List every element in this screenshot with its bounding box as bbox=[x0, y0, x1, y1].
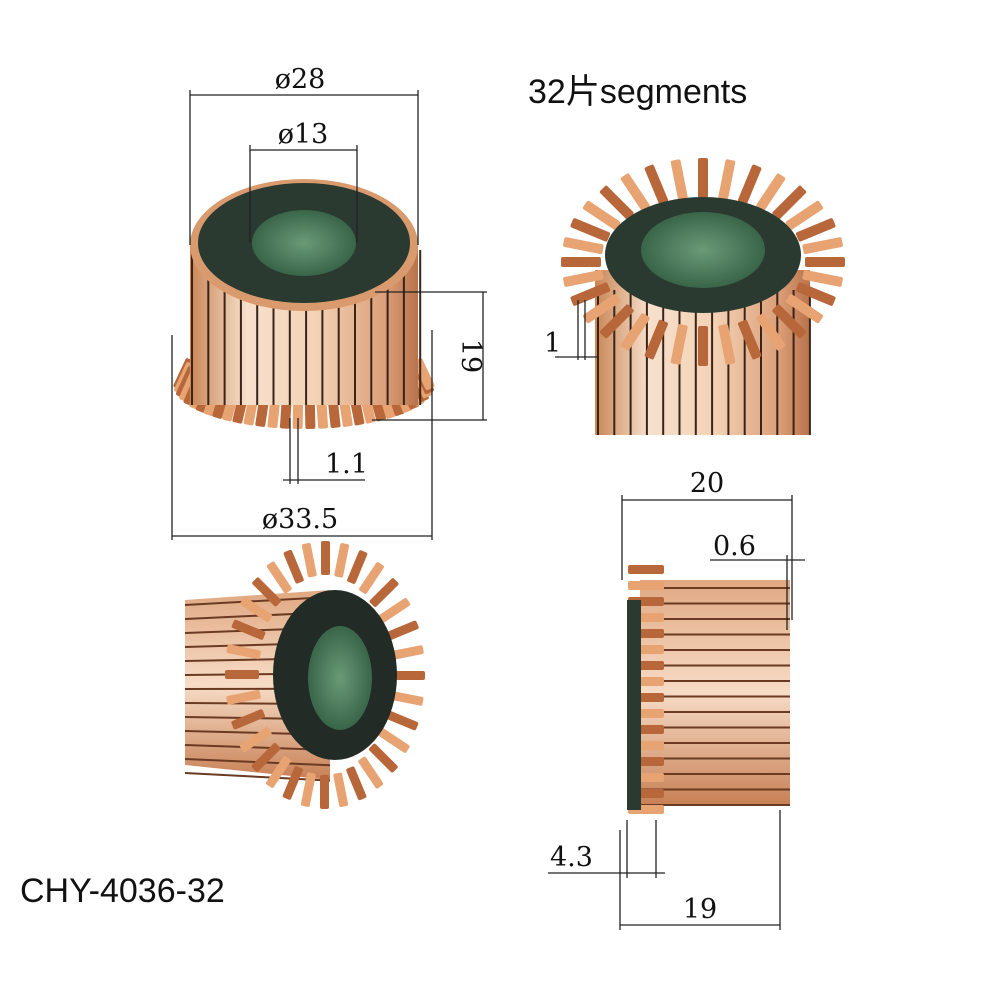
hook bbox=[239, 727, 272, 752]
hook bbox=[368, 743, 398, 773]
center-bore-angled bbox=[308, 626, 372, 730]
hook bbox=[670, 324, 688, 365]
hook bbox=[225, 670, 259, 679]
hook bbox=[266, 756, 291, 788]
hook bbox=[385, 620, 419, 641]
center-bore bbox=[252, 210, 356, 276]
commutator-view-front bbox=[173, 179, 435, 430]
dim-segment-gap: 1 bbox=[544, 328, 561, 359]
center-bore-top-view bbox=[641, 212, 765, 288]
hook bbox=[346, 766, 367, 801]
hook bbox=[320, 775, 329, 809]
insulator-edge-side bbox=[627, 600, 641, 810]
hook bbox=[226, 689, 261, 705]
hook bbox=[644, 164, 668, 205]
hook bbox=[772, 185, 807, 220]
dim-hook-width: 1.1 bbox=[325, 449, 368, 480]
hook bbox=[698, 158, 708, 198]
hook bbox=[300, 772, 316, 807]
hook bbox=[321, 541, 330, 575]
hook bbox=[785, 294, 824, 324]
hook bbox=[738, 319, 762, 360]
hook bbox=[718, 159, 736, 200]
model-code: CHY-4036-32 bbox=[20, 872, 225, 910]
hook bbox=[226, 644, 261, 660]
hook bbox=[802, 269, 843, 287]
hook bbox=[738, 164, 762, 205]
hook bbox=[785, 200, 824, 230]
hook bbox=[805, 257, 845, 267]
hook bbox=[377, 728, 410, 753]
segments-label: 32片segments bbox=[528, 73, 747, 111]
hook bbox=[266, 561, 292, 594]
dim-outer-diameter: ø28 bbox=[275, 64, 326, 95]
commutator-body-side bbox=[640, 580, 790, 805]
hook bbox=[570, 282, 611, 306]
hook bbox=[283, 549, 304, 584]
hook bbox=[389, 645, 424, 661]
hook bbox=[698, 326, 708, 366]
hook bbox=[252, 577, 282, 607]
hook bbox=[802, 237, 843, 255]
hook bbox=[282, 766, 303, 800]
hook bbox=[333, 772, 349, 808]
hook bbox=[644, 319, 668, 360]
hook bbox=[563, 237, 604, 255]
hook bbox=[561, 257, 601, 267]
hook bbox=[384, 710, 419, 731]
hook bbox=[628, 581, 664, 590]
hook-ring-top-view bbox=[561, 158, 845, 366]
dim-total-length: 20 bbox=[690, 468, 724, 499]
dim-hook-length: 4.3 bbox=[550, 842, 593, 873]
segment-lines-side bbox=[640, 587, 790, 806]
dimension-lines bbox=[171, 90, 805, 930]
hook bbox=[378, 598, 411, 623]
hook bbox=[359, 562, 384, 594]
hook bbox=[389, 690, 424, 706]
dim-body-length: 19 bbox=[683, 894, 717, 925]
dim-height: 19 bbox=[455, 339, 486, 373]
hook bbox=[570, 218, 611, 242]
hook bbox=[718, 324, 736, 365]
hook bbox=[251, 743, 281, 772]
hook bbox=[231, 619, 266, 640]
hook bbox=[620, 313, 650, 351]
hook bbox=[795, 282, 836, 306]
hook bbox=[231, 709, 265, 730]
hook bbox=[582, 294, 621, 324]
dim-hook-outer-diameter: ø33.5 bbox=[262, 504, 338, 535]
hook bbox=[563, 269, 604, 287]
hook bbox=[347, 550, 368, 584]
commutator-view-side bbox=[627, 565, 790, 814]
hook bbox=[358, 756, 384, 789]
hook bbox=[599, 185, 634, 220]
hook bbox=[795, 218, 836, 242]
hook bbox=[240, 597, 273, 622]
hook bbox=[391, 671, 425, 680]
segment-gap-line bbox=[184, 596, 331, 606]
hook-ring-angled bbox=[225, 541, 425, 809]
hook bbox=[369, 578, 399, 607]
hook bbox=[670, 159, 688, 200]
hook bbox=[620, 173, 650, 211]
hook bbox=[334, 543, 350, 578]
hook bbox=[599, 304, 634, 339]
dim-inner-diameter: ø13 bbox=[278, 119, 329, 150]
hook bbox=[772, 304, 807, 339]
hook bbox=[756, 313, 786, 351]
hook bbox=[301, 542, 317, 578]
hook bbox=[756, 173, 786, 211]
commutator-view-angled bbox=[184, 541, 425, 809]
dim-hook-thickness: 0.6 bbox=[713, 531, 756, 562]
hook bbox=[413, 358, 435, 391]
commutator-view-top bbox=[561, 158, 845, 435]
hook bbox=[582, 200, 621, 230]
hook bbox=[628, 565, 664, 574]
